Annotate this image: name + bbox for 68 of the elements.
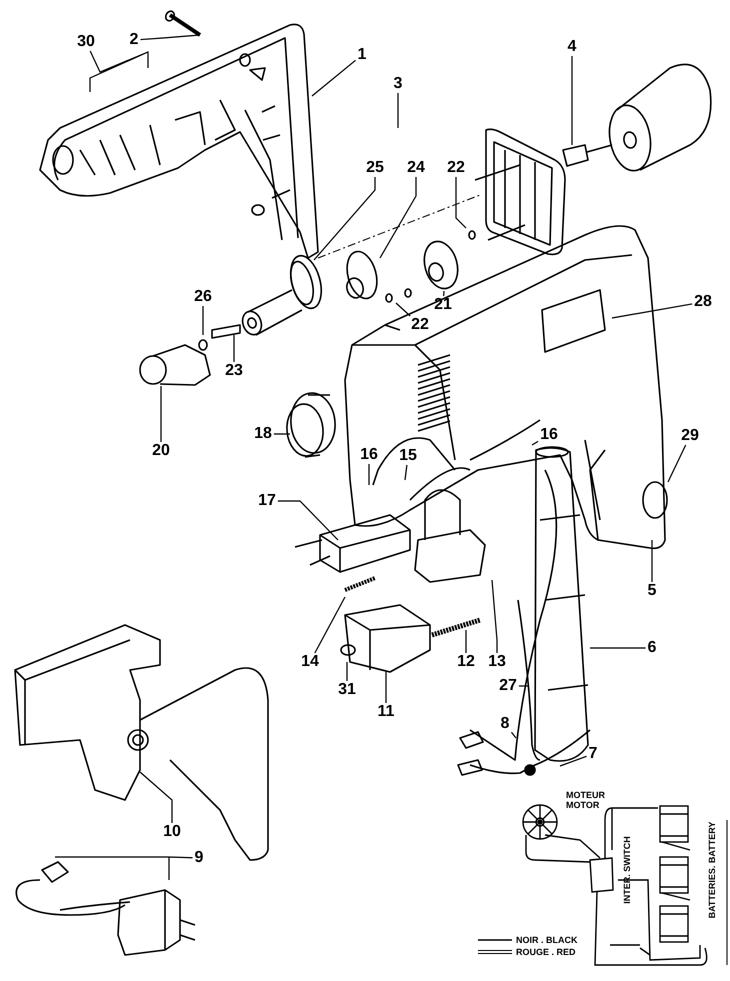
callout-number: 23 <box>225 363 243 379</box>
leader-line <box>518 685 528 687</box>
leader-line <box>443 290 445 296</box>
leader-line <box>560 756 587 767</box>
callout-number: 21 <box>434 297 452 313</box>
callout-number: 1 <box>358 47 366 63</box>
leader-line <box>491 580 498 653</box>
callout-number: 30 <box>77 34 95 50</box>
callout-number: 17 <box>258 493 276 509</box>
leader-line <box>397 93 399 128</box>
leader-line <box>312 60 356 96</box>
callout-number: 20 <box>152 443 170 459</box>
callout-number: 25 <box>366 160 384 176</box>
callout-number: 10 <box>163 824 181 840</box>
leader-line <box>532 440 538 446</box>
leader-line <box>385 671 387 703</box>
callout-number: 15 <box>399 448 417 464</box>
callout-number: 27 <box>499 678 517 694</box>
leader-line <box>465 630 467 653</box>
callout-number: 14 <box>301 654 319 670</box>
leader-line <box>612 303 692 319</box>
callout-number: 16 <box>360 447 378 463</box>
leader-line <box>510 732 516 738</box>
legend-label: ROUGE . RED <box>516 947 576 957</box>
leader-line <box>396 302 411 316</box>
leader-line <box>140 772 173 823</box>
leader-line <box>278 500 338 540</box>
component-label: INTER. SWITCH <box>622 836 632 904</box>
leader-line <box>404 464 408 480</box>
leader-line <box>89 50 149 92</box>
leader-line <box>368 464 370 485</box>
leader-line <box>455 177 466 228</box>
leader-line <box>202 306 204 335</box>
callout-number: 11 <box>378 704 394 720</box>
callout-number: 2 <box>130 32 138 48</box>
callout-number: 4 <box>568 39 576 55</box>
leader-line <box>233 335 235 362</box>
component-label: BATTERIES. BATTERY <box>707 822 717 918</box>
leader-line <box>274 433 290 435</box>
callout-number: 22 <box>411 317 429 333</box>
callout-number: 9 <box>194 850 204 866</box>
callout-number: 26 <box>194 289 212 305</box>
leader-line <box>140 34 200 40</box>
leader-line <box>651 540 653 582</box>
callout-number: 16 <box>540 427 558 443</box>
callout-number: 22 <box>447 160 465 176</box>
leader-line <box>314 596 346 654</box>
leader-line <box>590 647 646 649</box>
legend-label: NOIR . BLACK <box>516 935 578 945</box>
callout-number: 3 <box>394 76 402 92</box>
callout-number: 7 <box>588 746 598 762</box>
leader-line <box>379 177 417 258</box>
callout-number: 6 <box>648 640 656 656</box>
callout-number: 28 <box>694 294 712 310</box>
leader-line <box>346 662 348 681</box>
leader-line <box>667 444 686 482</box>
leader-line <box>54 856 193 880</box>
callout-number: 31 <box>338 682 356 698</box>
callout-number: 29 <box>681 428 699 444</box>
callout-number: 8 <box>500 716 510 732</box>
leader-line <box>314 177 376 260</box>
callout-number: 18 <box>254 426 272 442</box>
leader-line <box>160 386 162 442</box>
callout-number: 5 <box>648 583 656 599</box>
callout-number: 12 <box>457 654 475 670</box>
leader-line <box>571 56 573 145</box>
callout-number: 24 <box>407 160 425 176</box>
callout-number: 13 <box>488 654 506 670</box>
